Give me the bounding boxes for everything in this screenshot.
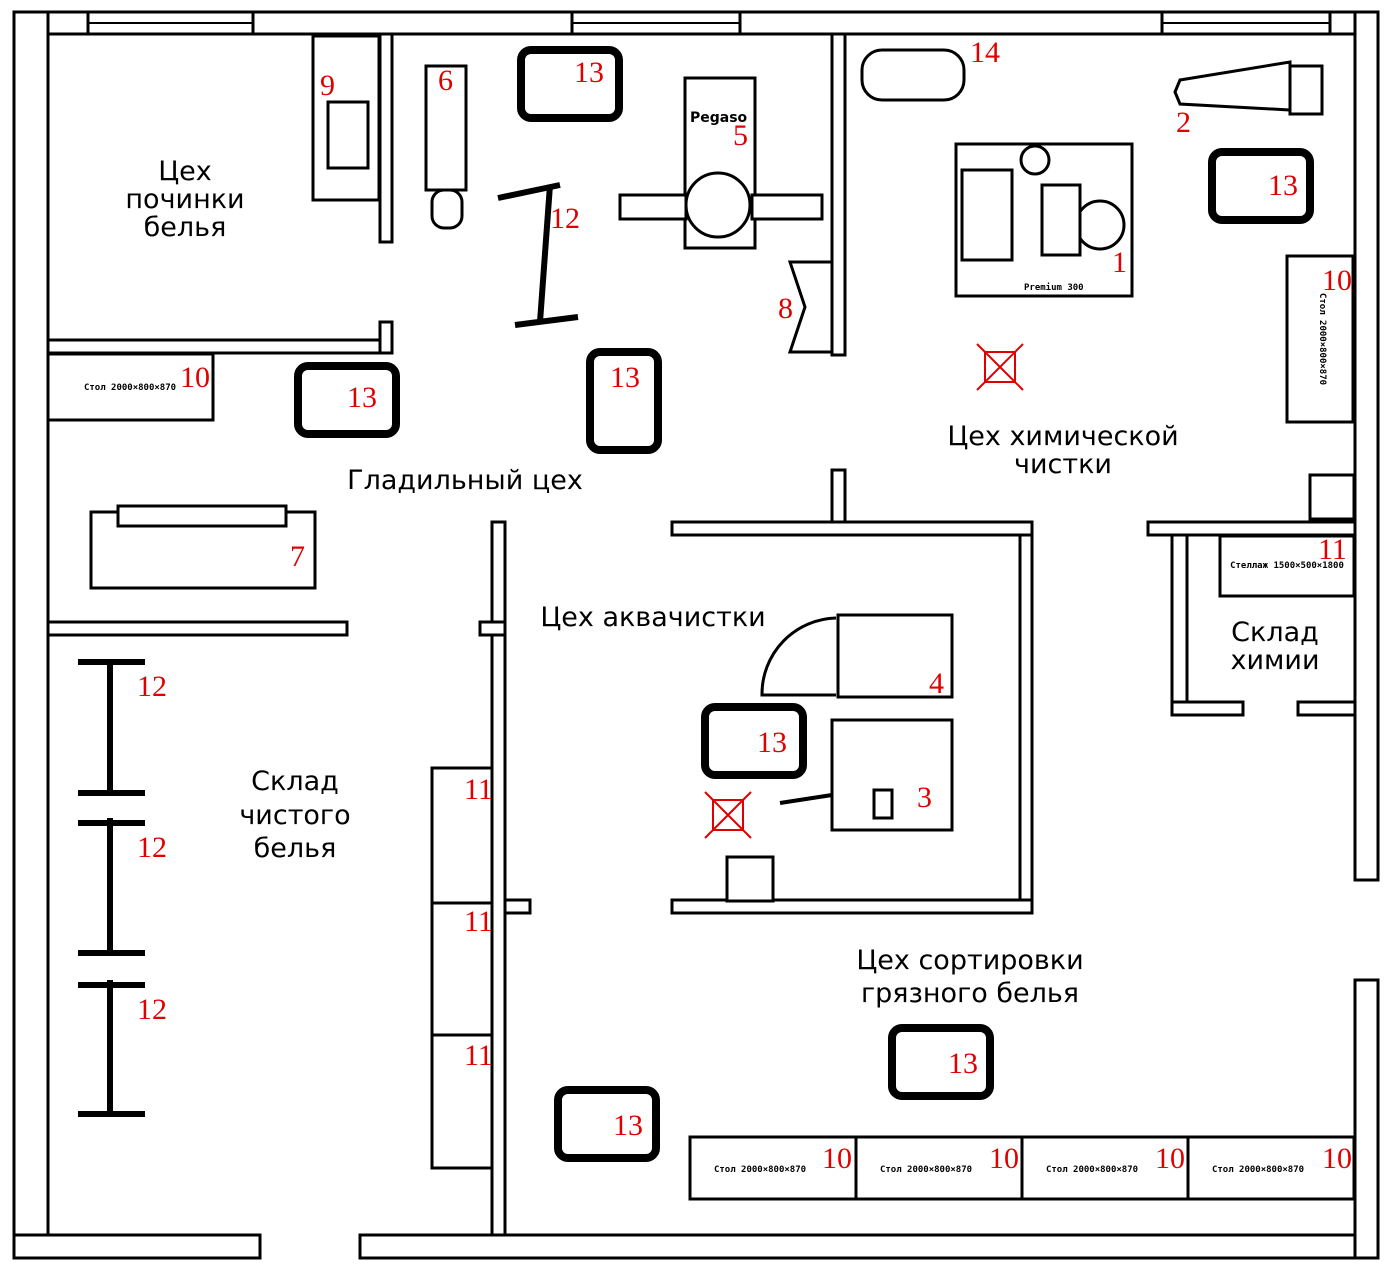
- room-sorting: Цех сортировки: [856, 945, 1083, 976]
- equipment-label: Стол 2000×800×870: [714, 1165, 806, 1175]
- equipment-number: 14: [970, 36, 1000, 69]
- hangers-clean-store: [78, 659, 145, 1117]
- room-ironing: Гладильный цех: [347, 465, 583, 496]
- equipment-number: 1: [1112, 246, 1127, 279]
- equipment-number: 12: [550, 202, 580, 235]
- equipment-14: [860, 48, 966, 102]
- equipment-number: 13: [1268, 169, 1298, 202]
- room-label: белья: [254, 833, 337, 864]
- equipment-number: 13: [613, 1109, 643, 1142]
- press-brand: Pegaso: [690, 110, 748, 126]
- outer-walls: [12, 10, 1380, 1260]
- equipment-number: 13: [948, 1047, 978, 1080]
- equipment-number: 12: [137, 831, 167, 864]
- equipment-8: [787, 260, 834, 354]
- equipment-number: 10: [1322, 1142, 1352, 1175]
- equipment-number: 10: [989, 1142, 1019, 1175]
- room-label: починки: [125, 184, 244, 215]
- equipment-12-hanger: [497, 182, 579, 328]
- equipment-number: 13: [574, 56, 604, 89]
- equipment-10b: [46, 352, 215, 422]
- room-label: грязного белья: [861, 978, 1079, 1009]
- room-label: химии: [1231, 645, 1320, 676]
- room-clean-store: Склад: [251, 766, 339, 797]
- equipment-13: [517, 46, 623, 122]
- equipment-number: 6: [438, 64, 453, 97]
- room-repair: Цех: [158, 156, 212, 187]
- equipment-number: 13: [757, 726, 787, 759]
- equipment-number: 12: [137, 670, 167, 703]
- equipment-number: 10: [1155, 1142, 1185, 1175]
- room-aqua: Цех аквачистки: [540, 602, 765, 633]
- equipment-2: [1173, 60, 1292, 112]
- equipment-number: 11: [464, 1039, 493, 1072]
- drain-mark-1: [976, 343, 1024, 391]
- equipment-number: 5: [733, 119, 748, 152]
- equipment-number: 10: [180, 361, 210, 394]
- equipment-number: 10: [1322, 264, 1352, 297]
- equipment: Pegaso Premium 300 Стол 2000×800×870 Сто…: [46, 34, 1356, 1201]
- equipment-number: 13: [347, 381, 377, 414]
- sink: [1308, 473, 1356, 521]
- equipment-number: 7: [290, 540, 305, 573]
- machine-label: Premium 300: [1024, 282, 1084, 293]
- equipment-number: 3: [917, 781, 932, 814]
- equipment-label: Стеллаж 1500×500×1800: [1230, 561, 1344, 571]
- equipment-number: 11: [1318, 533, 1347, 566]
- equipment-label: Стол 2000×800×870: [1046, 1165, 1138, 1175]
- room-chem-store: Склад: [1231, 617, 1319, 648]
- room-label: чистки: [1014, 449, 1112, 480]
- drain-mark-2: [704, 791, 752, 839]
- room-label: белья: [144, 212, 227, 243]
- equipment-number: 9: [320, 69, 335, 102]
- equipment-number: 11: [464, 773, 493, 806]
- room-label: чистого: [239, 800, 350, 831]
- equipment-number: 4: [929, 667, 944, 700]
- room-labels: Цех починки белья Гладильный цех Цех хим…: [125, 156, 1319, 1009]
- equipment-numbers: 9 6 13 5 14 2 13 12 1 10 8 10 13 13 7 11…: [137, 36, 1352, 1175]
- equipment-label: Стол 2000×800×870: [1212, 1165, 1304, 1175]
- windows: [86, 10, 1332, 36]
- equipment-number: 12: [137, 993, 167, 1026]
- equipment-label: Стол 2000×800×870: [880, 1165, 972, 1175]
- equipment-number: 2: [1176, 106, 1191, 139]
- sink-aqua: [725, 855, 775, 903]
- interior-walls: [46, 32, 1357, 1237]
- equipment-number: 10: [822, 1142, 852, 1175]
- room-dry-cleaning: Цех химической: [947, 421, 1178, 452]
- equipment-number: 8: [778, 292, 793, 325]
- equipment-label: Стол 2000×800×870: [1317, 293, 1327, 385]
- equipment-10: [1285, 254, 1355, 424]
- equipment-4: [836, 613, 954, 699]
- equipment-label: Стол 2000×800×870: [84, 383, 176, 393]
- equipment-number: 13: [610, 361, 640, 394]
- equipment-number: 11: [464, 905, 493, 938]
